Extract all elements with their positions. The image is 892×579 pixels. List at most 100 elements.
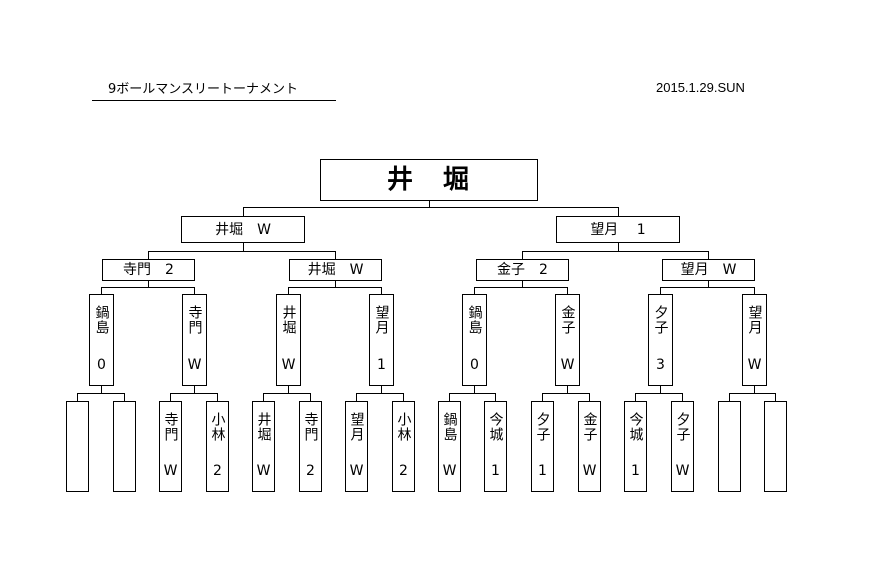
round2-player-score: 0 <box>470 357 479 373</box>
round2-player-name: 鍋島 <box>466 305 483 335</box>
round2-player-score: W <box>281 357 296 373</box>
bracket-connector <box>148 251 336 252</box>
bracket-connector <box>708 251 709 260</box>
bracket-connector <box>429 201 430 208</box>
bracket-connector <box>288 386 289 394</box>
bracket-connector <box>682 393 683 402</box>
bracket-connector <box>618 207 619 217</box>
bracket-connector <box>381 287 382 295</box>
round1-player-name: 小林 <box>395 412 412 442</box>
round1-player-score: W <box>675 463 690 479</box>
round1-box-15 <box>718 401 741 492</box>
bracket-connector <box>708 281 709 288</box>
bracket-connector <box>635 393 636 402</box>
bracket-connector <box>660 386 661 394</box>
bracket-connector <box>101 287 102 295</box>
round2-player-score: 1 <box>377 357 386 373</box>
round2-box-2: 寺門 W <box>182 294 207 386</box>
bracket-connector <box>522 281 523 288</box>
round1-box-1 <box>66 401 89 492</box>
round1-player-name: 小林 <box>209 412 226 442</box>
bracket-connector <box>567 287 568 295</box>
round1-player-score: W <box>349 463 364 479</box>
round1-player-score: W <box>442 463 457 479</box>
round1-player-score: 2 <box>213 463 222 479</box>
bracket-connector <box>101 287 195 288</box>
round1-player-score: 2 <box>399 463 408 479</box>
round2-box-4: 望月 1 <box>369 294 394 386</box>
bracket-connector <box>403 393 404 402</box>
bracket-connector <box>567 386 568 394</box>
round1-player-score: 1 <box>538 463 547 479</box>
round1-box-5: 井堀 W <box>252 401 275 492</box>
bracket-connector <box>288 287 289 295</box>
bracket-connector <box>542 393 543 402</box>
bracket-connector <box>729 393 730 402</box>
bracket-connector <box>124 393 125 402</box>
bracket-connector <box>263 393 264 402</box>
bracket-connector <box>449 393 496 394</box>
bracket-connector <box>618 243 619 252</box>
tournament-title: 9ボールマンスリートーナメント <box>108 82 299 97</box>
round1-player-score: 2 <box>306 463 315 479</box>
bracket-connector <box>754 386 755 394</box>
bracket-connector <box>288 287 382 288</box>
bracket-connector <box>449 393 450 402</box>
round1-player-name: 夕子 <box>534 412 551 442</box>
bracket-connector <box>101 386 102 394</box>
bracket-connector <box>356 393 357 402</box>
bracket-connector <box>474 287 568 288</box>
bracket-connector <box>194 386 195 394</box>
bracket-connector <box>170 393 218 394</box>
round1-player-score: W <box>582 463 597 479</box>
semifinal-box-1: 井堀 W <box>181 216 305 243</box>
round2-player-name: 望月 <box>373 305 390 335</box>
bracket-connector <box>243 243 244 252</box>
round1-box-16 <box>764 401 787 492</box>
bracket-connector <box>148 251 149 260</box>
bracket-connector <box>589 393 590 402</box>
bracket-connector <box>729 393 776 394</box>
bracket-connector <box>194 287 195 295</box>
round1-player-score: 1 <box>631 463 640 479</box>
round1-box-2 <box>113 401 136 492</box>
round2-player-name: 金子 <box>559 305 576 335</box>
round2-player-score: W <box>747 357 762 373</box>
bracket-connector <box>522 251 523 260</box>
round1-player-score: 1 <box>491 463 500 479</box>
round1-player-name: 寺門 <box>162 412 179 442</box>
round2-player-name: 望月 <box>746 305 763 335</box>
round3-box-3: 金子 2 <box>476 259 569 281</box>
semifinal-box-2: 望月 1 <box>556 216 680 243</box>
bracket-connector <box>495 393 496 402</box>
round2-box-5: 鍋島 0 <box>462 294 487 386</box>
round2-player-name: 夕子 <box>652 305 669 335</box>
bracket-connector <box>356 393 404 394</box>
round1-player-name: 今城 <box>627 412 644 442</box>
round2-player-name: 鍋島 <box>93 305 110 335</box>
round2-player-score: 3 <box>656 357 665 373</box>
round1-player-name: 今城 <box>487 412 504 442</box>
bracket-connector <box>542 393 590 394</box>
round2-box-8: 望月 W <box>742 294 767 386</box>
bracket-connector <box>77 393 125 394</box>
round2-player-score: W <box>187 357 202 373</box>
round2-player-score: 0 <box>97 357 106 373</box>
round1-player-name: 寺門 <box>302 412 319 442</box>
round1-box-4: 小林 2 <box>206 401 229 492</box>
round1-player-score: W <box>256 463 271 479</box>
bracket-connector <box>148 281 149 288</box>
round1-box-8: 小林 2 <box>392 401 415 492</box>
round1-player-name: 井堀 <box>255 412 272 442</box>
bracket-connector <box>77 393 78 402</box>
round3-box-1: 寺門 2 <box>102 259 195 281</box>
round2-box-7: 夕子 3 <box>648 294 673 386</box>
round2-box-1: 鍋島 0 <box>89 294 114 386</box>
bracket-connector <box>335 281 336 288</box>
round2-player-name: 寺門 <box>186 305 203 335</box>
